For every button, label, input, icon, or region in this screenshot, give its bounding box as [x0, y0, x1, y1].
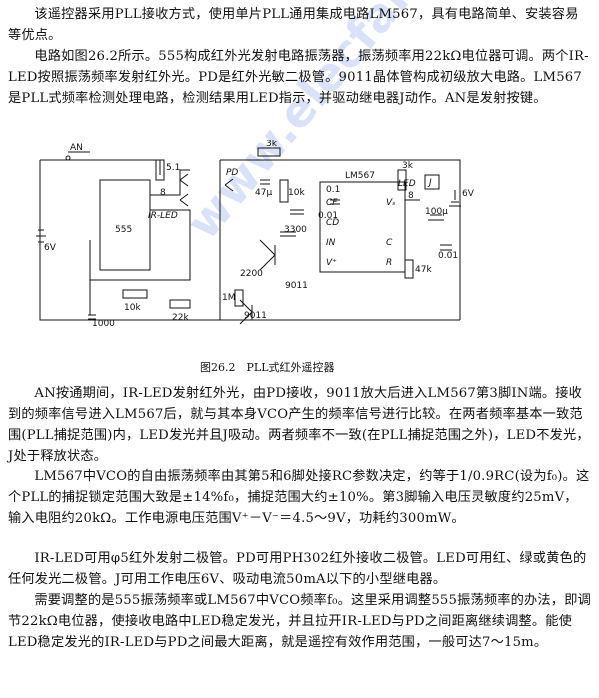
- paragraph-circuit-description: 电路如图26.2所示。555构成红外光发射电路振荡器，振荡频率用22kΩ电位器可…: [8, 49, 589, 106]
- label-pin-in: IN: [326, 238, 336, 248]
- label-led: LED: [398, 179, 416, 189]
- label-pin-c: C: [386, 238, 393, 248]
- label-r51: 5.1: [166, 163, 180, 173]
- label-lm567: LM567: [345, 171, 375, 181]
- label-pin-r: R: [386, 258, 392, 268]
- label-r3k: 3k: [266, 140, 278, 149]
- label-battery2: 6V: [462, 189, 475, 199]
- label-r1m: 1M: [222, 293, 236, 303]
- label-pd: PD: [226, 168, 238, 178]
- label-pin-cf: CF: [326, 198, 338, 208]
- label-r10k: 10k: [124, 303, 141, 313]
- label-an: AN: [70, 143, 83, 153]
- label-r10k2: 10k: [288, 188, 305, 198]
- label-r47k: 47k: [415, 265, 432, 275]
- label-c01a: 0.1: [326, 185, 340, 195]
- label-c47u: 47μ: [255, 188, 272, 198]
- circuit-diagram: AN 555 6V 5.1 IR-LED 1000 10k 22k PD 3k …: [36, 140, 475, 329]
- label-r3k2: 3k: [402, 161, 414, 171]
- paragraph-intro: 该遥控器采用PLL接收方式，使用单片PLL通用集成电路LM567，具有电路简单、…: [8, 7, 579, 43]
- paragraph-components: IR-LED可用φ5红外发射二极管。PD可用PH302红外接收二极管。LED可用…: [8, 551, 587, 587]
- paragraph-operation: AN按通期间，IR-LED发射红外光，由PD接收，9011放大后进入LM567第…: [8, 386, 590, 464]
- label-pin-vplus: V⁺: [326, 258, 337, 268]
- paragraph-vco: LM567中VCO的自由振荡频率由其第5和6脚处接RC参数决定，约等于1/0.9…: [8, 469, 590, 526]
- label-c100u: 100μ: [425, 207, 448, 217]
- label-c1000: 1000: [92, 319, 115, 329]
- label-pot22k: 22k: [172, 313, 189, 323]
- label-pin8b: 8: [408, 191, 414, 201]
- label-c001b: 0.01: [438, 251, 458, 261]
- label-q1: 9011: [285, 281, 308, 291]
- label-pin-cd: CD: [326, 218, 339, 228]
- label-pin-vs: Vₛ: [386, 198, 396, 208]
- label-irled: IR-LED: [148, 211, 178, 221]
- label-555: 555: [115, 225, 132, 235]
- paragraph-adjustment: 需要调整的是555振荡频率或LM567中VCO频率f₀。这里采用调整555振荡频…: [8, 593, 591, 650]
- label-battery: 6V: [44, 243, 57, 253]
- label-q2: 9011: [244, 311, 267, 321]
- label-relay: J: [427, 178, 432, 188]
- label-pin8: 8: [160, 188, 166, 198]
- figure-caption: 图26.2 PLL式红外遥控器: [200, 361, 335, 374]
- label-c001: 0.01: [318, 211, 338, 221]
- label-c3300: 3300: [284, 225, 307, 235]
- label-c2200: 2200: [240, 269, 263, 279]
